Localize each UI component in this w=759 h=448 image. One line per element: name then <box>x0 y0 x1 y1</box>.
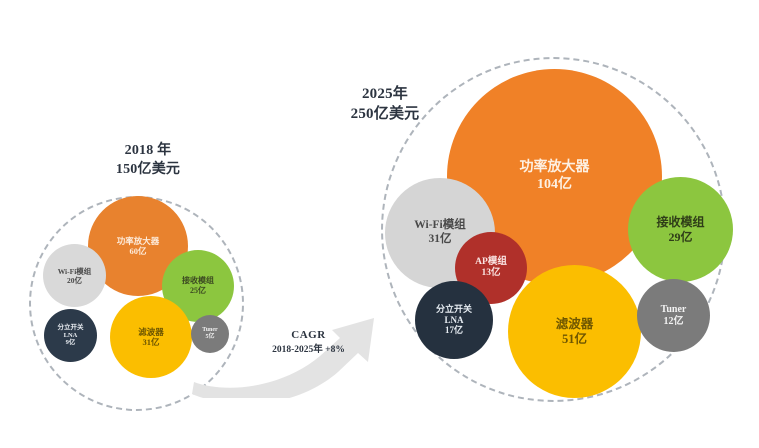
bubble-value: 13亿 <box>481 268 501 278</box>
bubble-label-2: LNA <box>444 314 464 325</box>
bubble-2018-wifi-module[interactable]: Wi-Fi模组 20亿 <box>43 244 106 307</box>
bubble-value: 29亿 <box>668 229 693 244</box>
bubble-value: 9亿 <box>65 339 76 347</box>
cagr-value: 2018-2025年 +8% <box>272 344 345 355</box>
bubble-label: Wi-Fi模组 <box>57 266 92 276</box>
bubble-value: 12亿 <box>663 315 684 327</box>
bubble-2018-filter[interactable]: 滤波器 31亿 <box>110 296 192 378</box>
bubble-label: 滤波器 <box>555 316 594 331</box>
bubble-2025-tuner[interactable]: Tuner 12亿 <box>637 279 710 352</box>
bubble-label: 分立开关 <box>435 303 472 314</box>
bubble-value: 31亿 <box>428 233 452 245</box>
bubble-2018-tuner[interactable]: Tuner 5亿 <box>191 315 229 353</box>
bubble-label: 功率放大器 <box>116 235 160 246</box>
group-title-2018-year: 2018 年 <box>124 143 172 158</box>
bubble-value: 25亿 <box>190 286 206 295</box>
bubble-label: Tuner <box>660 303 687 315</box>
bubble-value: 17亿 <box>444 325 463 336</box>
bubble-2025-discrete-switch-lna[interactable]: 分立开关 LNA 17亿 <box>415 281 493 359</box>
cagr-label: CAGR <box>291 329 326 341</box>
bubble-label: 功率放大器 <box>519 159 590 175</box>
bubble-value: 51亿 <box>561 331 587 346</box>
group-title-2025-year: 2025年 <box>361 86 408 102</box>
bubble-label-2: LNA <box>63 331 78 339</box>
group-title-2025-amount: 250亿美元 <box>350 106 420 123</box>
bubble-label: 滤波器 <box>138 326 164 337</box>
bubble-2018-discrete-switch-lna[interactable]: 分立开关 LNA 9亿 <box>44 309 97 362</box>
bubble-label: AP模组 <box>475 256 507 267</box>
bubble-value: 31亿 <box>142 337 160 347</box>
bubble-label: Wi-Fi模组 <box>414 219 466 232</box>
cagr-annotation: CAGR 2018-2025年 +8% <box>241 328 376 358</box>
bubble-label: 接收模组 <box>182 276 214 286</box>
bubble-label: 分立开关 <box>57 323 84 331</box>
bubble-2025-receive-module[interactable]: 接收模组 29亿 <box>628 177 733 282</box>
bubble-label: Tuner <box>202 326 218 333</box>
bubble-value: 104亿 <box>537 176 572 192</box>
bubble-2018-receive-module[interactable]: 接收模组 25亿 <box>162 250 234 322</box>
bubble-2025-filter[interactable]: 滤波器 51亿 <box>508 265 641 398</box>
bubble-value: 60亿 <box>129 246 147 256</box>
group-title-2018: 2018 年 150亿美元 <box>68 142 228 180</box>
bubble-value: 5亿 <box>205 334 215 340</box>
group-title-2025: 2025年 250亿美元 <box>300 84 470 125</box>
group-title-2018-amount: 150亿美元 <box>115 161 181 177</box>
bubble-value: 20亿 <box>67 275 82 285</box>
bubble-label: 接收模组 <box>656 215 705 230</box>
